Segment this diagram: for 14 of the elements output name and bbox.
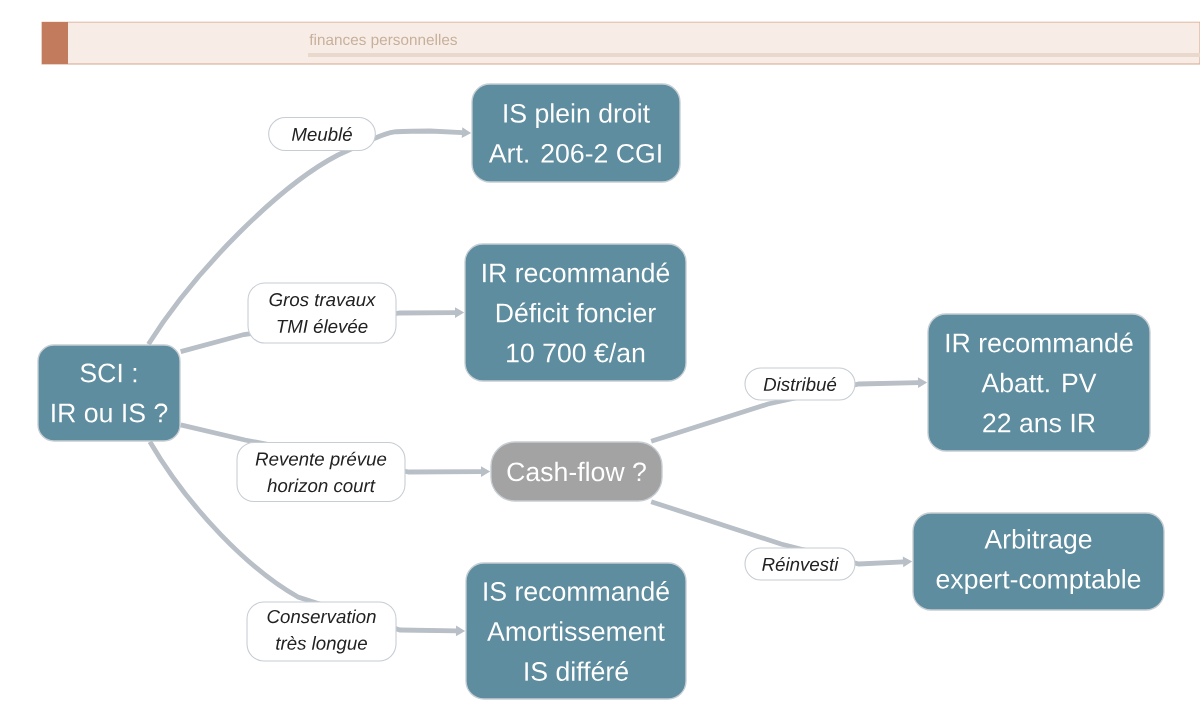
result-box: IR recommandé Abatt. PV 22 ans IR (927, 313, 1151, 452)
edge-label: Réinvesti (744, 547, 856, 581)
result-box: IS plein droit Art. 206-2 CGI (471, 83, 681, 183)
result-box: IR recommandé Déficit foncier 10 700 €/an (464, 243, 687, 382)
result-box: Arbitrage expert-comptable (912, 512, 1165, 611)
question-box: Cash-flow ? (490, 441, 663, 502)
edge-label: Revente prévue horizon court (236, 441, 406, 503)
edge-label: Meublé (268, 116, 376, 152)
question-box: SCI : IR ou IS ? (37, 344, 181, 442)
edge-label: Distribué (744, 367, 856, 401)
result-box: IS recommandé Amortissement IS différé (465, 562, 687, 700)
edge-label: Gros travaux TMI élevée (247, 282, 397, 344)
tagline: finances personnelles (309, 33, 457, 49)
edge-label: Conservation très longue (246, 601, 397, 662)
